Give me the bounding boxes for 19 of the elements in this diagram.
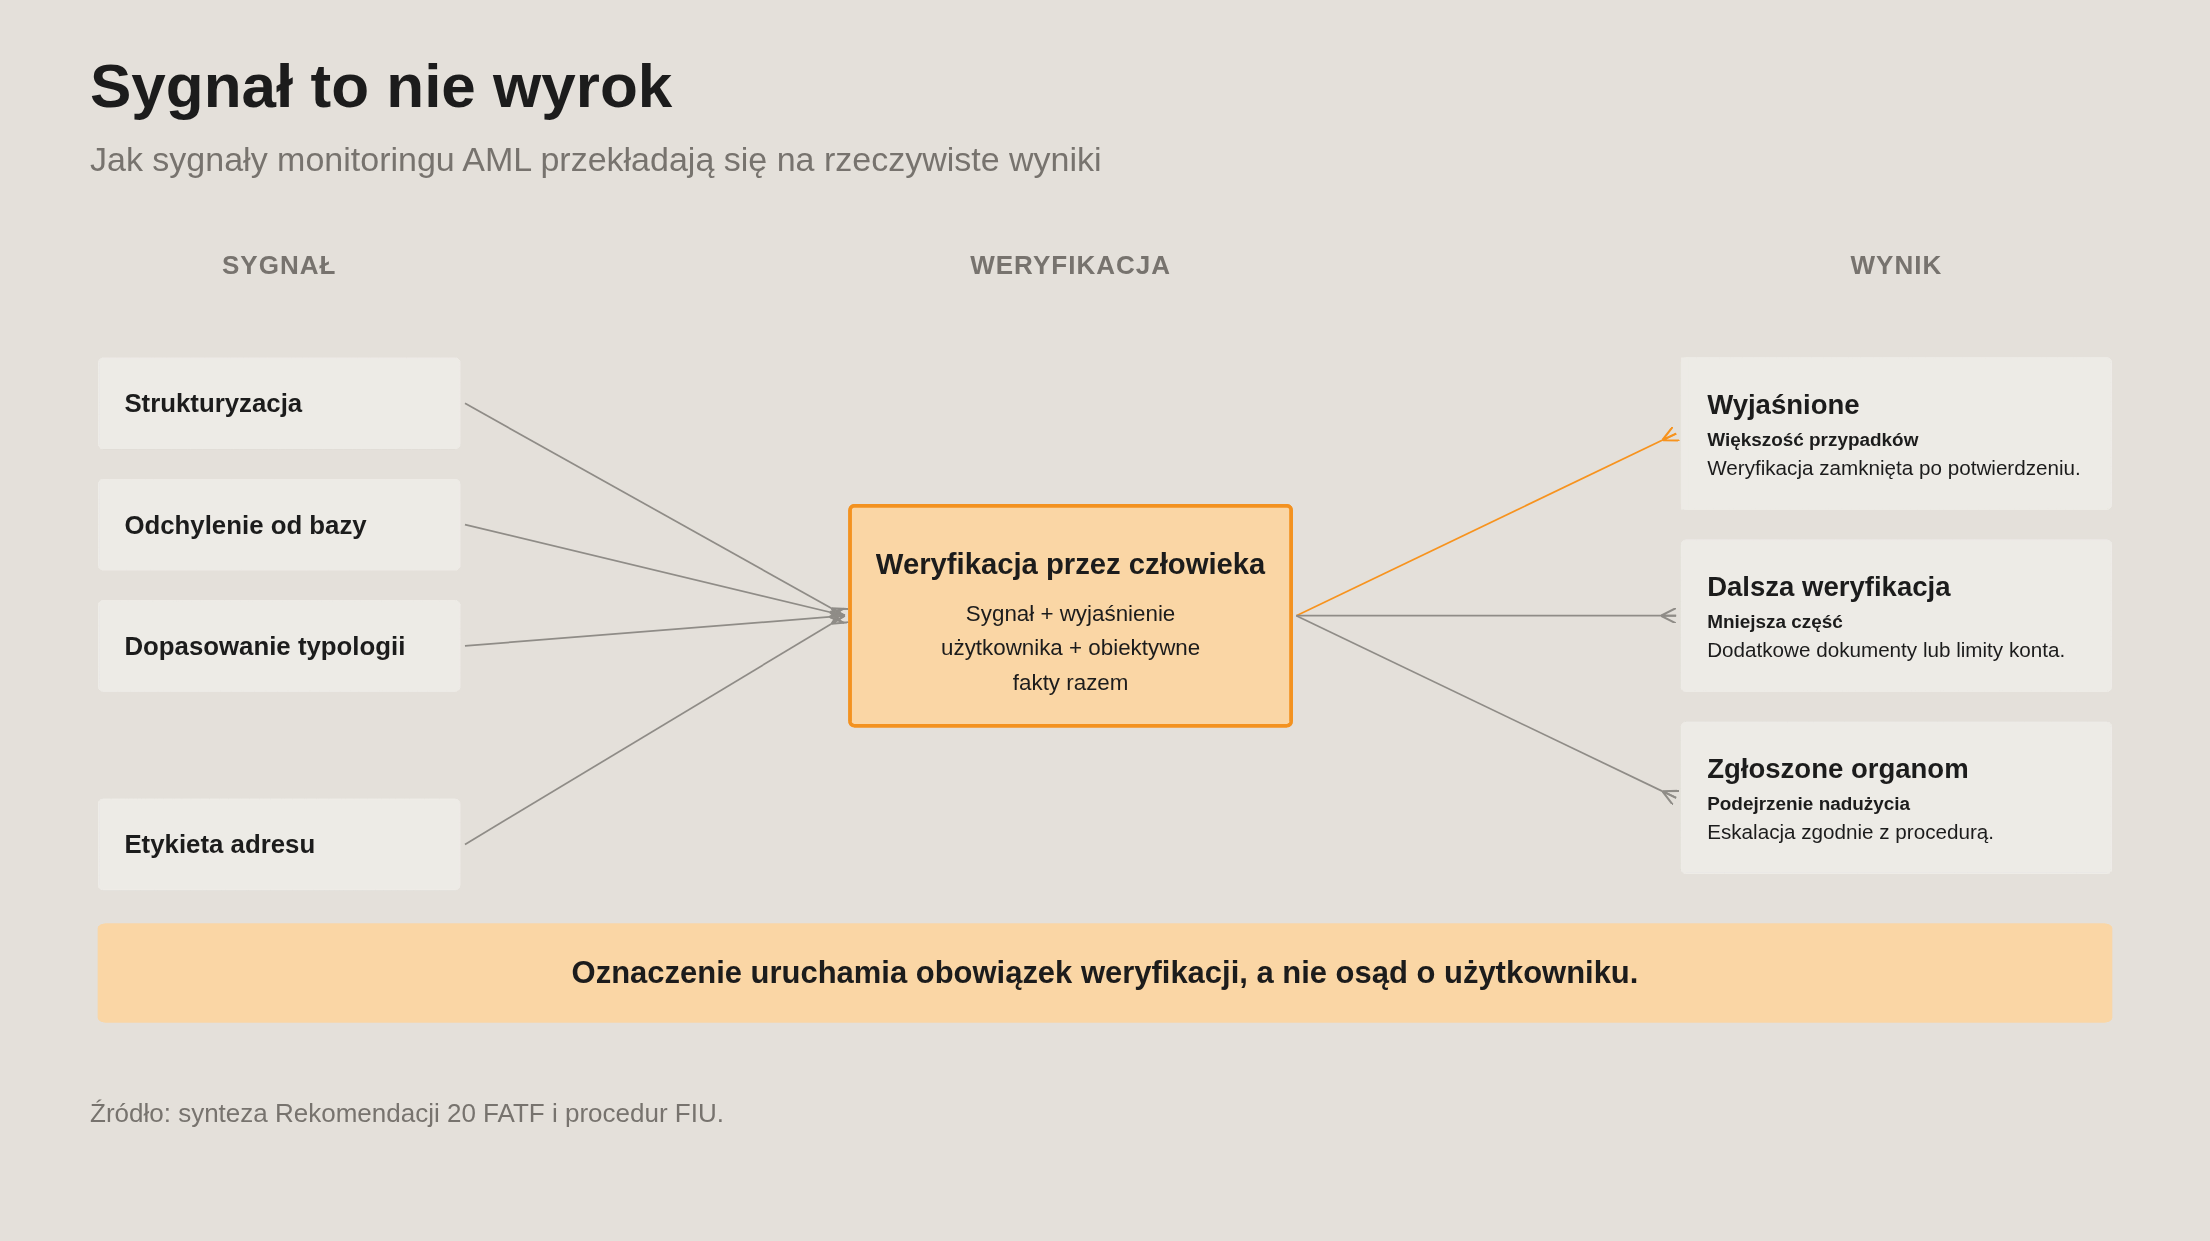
outcome-card: Dalsza weryfikacja Mniejsza część Dodatkowe dokumenty lub limity konta. bbox=[1680, 539, 2112, 692]
subtitle: Jak sygnały monitoringu AML przekładają się na rzeczywiste wyniki bbox=[90, 140, 1102, 179]
column-header: SYGNAŁ bbox=[222, 250, 337, 281]
signal-card: Strukturyzacja bbox=[98, 357, 461, 449]
connector bbox=[1295, 606, 1678, 625]
outcome-card: Zgłoszone organom Podejrzenie nadużycia Eskalacja zgodnie z procedurą. bbox=[1680, 721, 2112, 874]
column-header: WERYFIKACJA bbox=[970, 250, 1171, 281]
connector bbox=[1295, 614, 1681, 806]
summary-banner: Oznaczenie uruchamia obowiązek weryfikacji, a nie osąd o użytkowniku. bbox=[98, 923, 2112, 1023]
connector bbox=[464, 608, 850, 846]
outcome-card: Wyjaśnione Większość przypadków Weryfikacja zamknięta po potwierdzeniu. bbox=[1680, 357, 2112, 510]
signal-card: Dopasowanie typologii bbox=[98, 600, 461, 692]
title: Sygnał to nie wyrok bbox=[90, 50, 673, 121]
connector bbox=[1295, 425, 1681, 617]
signal-card: Etykieta adresu bbox=[98, 798, 461, 890]
verification-panel: Weryfikacja przez człowieka Sygnał + wyjaśnienie użytkownika + obiektywne fakty razem bbox=[848, 504, 1293, 728]
signal-card: Odchylenie od bazy bbox=[98, 479, 461, 571]
column-header: WYNIK bbox=[1850, 250, 1943, 281]
source-note: Źródło: synteza Rekomendacji 20 FATF i procedur FIU. bbox=[90, 1098, 724, 1129]
